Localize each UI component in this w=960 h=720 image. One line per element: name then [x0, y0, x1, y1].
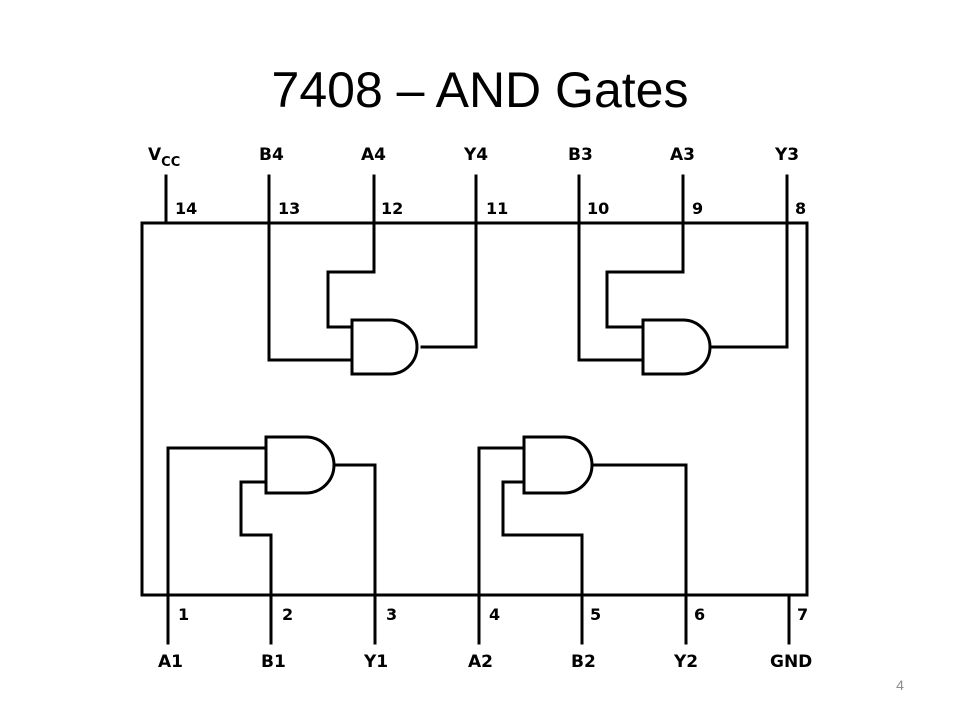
gate-3-wiring — [577, 221, 789, 362]
pin-a3-name: A3 — [670, 145, 695, 165]
pin-y1-number: 3 — [386, 605, 397, 624]
pin-a3: A3 9 — [670, 145, 703, 225]
slide-title: 7408 – AND Gates — [271, 62, 689, 118]
pin-a1-name: A1 — [158, 652, 183, 672]
pin-b4-name: B4 — [259, 145, 284, 165]
pin-y2: Y2 6 — [673, 593, 705, 672]
pin-a3-number: 9 — [692, 199, 703, 218]
pin-b4: B4 13 — [259, 145, 300, 225]
pin-y3-number: 8 — [795, 199, 806, 218]
pin-b2: B2 5 — [571, 593, 601, 672]
pin-a2: A2 4 — [468, 593, 500, 672]
pin-b3-number: 10 — [587, 199, 609, 218]
pin-gnd-number: 7 — [797, 605, 808, 624]
pin-y2-name: Y2 — [673, 652, 698, 672]
pin-a2-name: A2 — [468, 652, 493, 672]
gate-1-wiring — [166, 446, 377, 597]
pin-a1: A1 1 — [158, 593, 189, 672]
pin-a4-name: A4 — [361, 145, 386, 165]
pin-vcc-name: V — [148, 145, 162, 165]
pin-a4-number: 12 — [381, 199, 403, 218]
pin-a1-number: 1 — [178, 605, 189, 624]
pin-b3: B3 10 — [568, 145, 609, 225]
pin-y3: Y3 8 — [774, 145, 806, 225]
pin-y4: Y4 11 — [463, 145, 508, 225]
pin-y2-number: 6 — [694, 605, 705, 624]
pin-vcc-number: 14 — [175, 199, 197, 218]
and-gate-3 — [641, 318, 712, 376]
pin-b4-number: 13 — [278, 199, 300, 218]
pin-y1-name: Y1 — [363, 652, 388, 672]
pin-b3-name: B3 — [568, 145, 593, 165]
pin-gnd: GND 7 — [770, 593, 812, 672]
and-gate-4 — [350, 318, 419, 376]
pin-y4-name: Y4 — [463, 145, 488, 165]
pin-y3-name: Y3 — [774, 145, 799, 165]
pin-b1-name: B1 — [261, 652, 286, 672]
pin-y4-number: 11 — [486, 199, 508, 218]
pin-gnd-name: GND — [770, 652, 812, 672]
gate-2-wiring — [477, 446, 688, 597]
svg-text:VCC: VCC — [148, 145, 180, 170]
pin-b1: B1 2 — [261, 593, 293, 672]
and-gate-2 — [522, 435, 594, 495]
pin-b2-name: B2 — [571, 652, 596, 672]
pin-a2-number: 4 — [489, 605, 500, 624]
slide-number: 4 — [896, 677, 904, 693]
pin-a4: A4 12 — [361, 145, 403, 225]
pin-y1: Y1 3 — [363, 593, 397, 672]
pin-b2-number: 5 — [590, 605, 601, 624]
pin-b1-number: 2 — [282, 605, 293, 624]
gate-4-wiring — [267, 221, 478, 362]
pin-vcc-subscript: CC — [161, 155, 180, 170]
pin-vcc: VCC 14 — [148, 145, 197, 225]
and-gate-1 — [264, 435, 336, 495]
